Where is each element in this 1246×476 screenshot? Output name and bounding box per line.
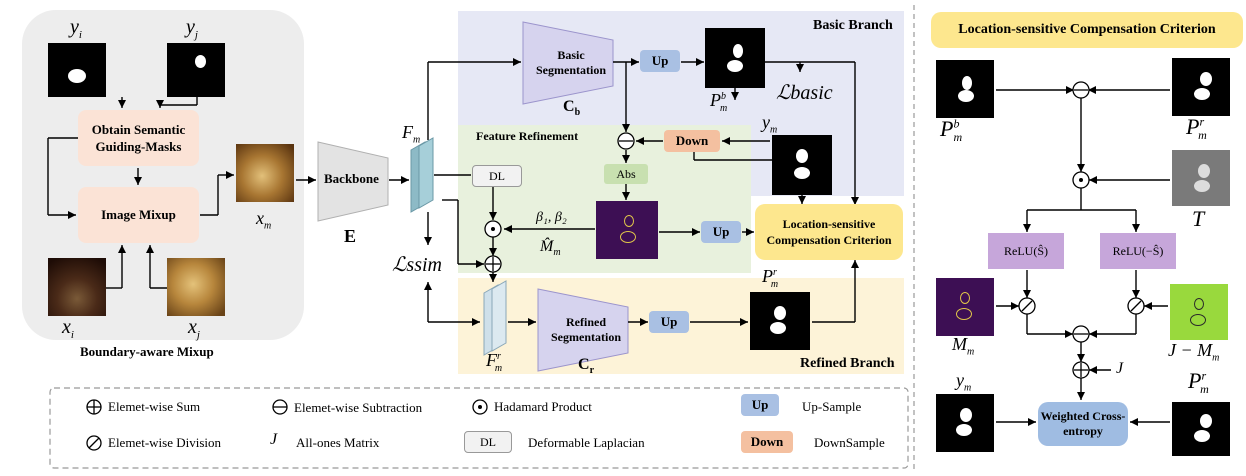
mask-yj xyxy=(167,43,225,97)
right-label-ym: ym xyxy=(956,370,972,394)
right-mask-pmr2 xyxy=(1172,402,1230,456)
image-xj xyxy=(167,258,225,316)
label-yj: yj xyxy=(186,16,198,41)
right-label-pmb: Pbm xyxy=(940,116,963,145)
down-tag: Down xyxy=(664,130,720,152)
label-xm: xm xyxy=(256,208,272,232)
right-image-t xyxy=(1172,150,1230,206)
obtain-masks-box: Obtain Semantic Guiding-Masks xyxy=(78,110,199,166)
right-label-pmr: Prm xyxy=(1186,114,1207,143)
refined-seg-symbol: Cr xyxy=(578,356,595,377)
mixup-title: Boundary-aware Mixup xyxy=(80,344,214,359)
label-lssim: ℒssim xyxy=(392,254,442,276)
label-betas: β₁, β₂ xyxy=(536,210,567,225)
right-label-j: J xyxy=(1116,360,1124,377)
mask-pmr xyxy=(750,292,810,350)
legend-up-text: Up-Sample xyxy=(802,399,862,414)
refined-up-tag: Up xyxy=(649,311,689,333)
right-label-jminus: J − Mm xyxy=(1168,340,1220,364)
label-ym: ym xyxy=(762,112,778,136)
label-pmr: Prm xyxy=(762,266,779,290)
label-xi: xi xyxy=(62,316,74,341)
mask-pmb xyxy=(705,28,765,88)
mask-ym xyxy=(772,135,832,195)
right-panel-title: Location-sensitive Compensation Criterio… xyxy=(931,12,1243,48)
legend-dl-text: Deformable Laplacian xyxy=(528,435,645,450)
legend-up-tag: Up xyxy=(741,394,779,416)
feature-refinement-title: Feature Refinement xyxy=(476,129,579,143)
right-label-t: T xyxy=(1192,206,1205,231)
legend-dl-tag: DL xyxy=(464,431,512,453)
backbone-symbol: E xyxy=(344,226,357,246)
label-fm: Fm xyxy=(402,122,421,146)
relu-pos-box: ReLU(Ŝ) xyxy=(988,233,1064,269)
basic-up-tag: Up xyxy=(640,50,680,72)
legend-j-text: All-ones Matrix xyxy=(296,435,380,450)
wce-box: Weighted Cross-entropy xyxy=(1038,402,1128,446)
right-mask-ym xyxy=(936,394,994,452)
legend-down-tag: Down xyxy=(741,431,793,453)
lscc-box: Location-sensitive Compensation Criterio… xyxy=(755,204,903,260)
relu-neg-box: ReLU(−Ŝ) xyxy=(1100,233,1176,269)
image-mhat xyxy=(596,201,658,259)
basic-seg-label: Basic Segmentation xyxy=(536,48,606,77)
label-yi: yi xyxy=(70,16,82,41)
dl-box: DL xyxy=(472,165,522,187)
right-mask-pmr xyxy=(1172,58,1230,116)
right-label-mm: Mm xyxy=(952,334,975,358)
legend-j-symbol: J xyxy=(270,431,278,448)
basic-branch-title: Basic Branch xyxy=(813,18,893,33)
mask-yi xyxy=(48,43,106,97)
legend-hadamard: Hadamard Product xyxy=(494,399,592,414)
image-xi xyxy=(48,258,106,316)
backbone-label: Backbone xyxy=(324,171,379,186)
refined-branch-title: Refined Branch xyxy=(800,356,895,371)
right-label-pmr2: Prm xyxy=(1188,368,1209,397)
legend-sub: Elemet-wise Subtraction xyxy=(294,400,423,415)
label-lbasic: ℒbasic xyxy=(776,82,833,104)
label-fmr: Frm xyxy=(486,350,503,374)
label-pmb: Pbm xyxy=(710,90,728,114)
mhat-up-tag: Up xyxy=(701,221,741,243)
label-xj: xj xyxy=(188,316,200,341)
legend-div: Elemet-wise Division xyxy=(108,435,222,450)
right-image-mm xyxy=(936,278,994,336)
label-mhat: M̂m xyxy=(540,238,561,259)
right-image-jminus xyxy=(1170,284,1228,340)
image-mixup-box: Image Mixup xyxy=(78,187,199,243)
abs-box: Abs xyxy=(604,164,648,184)
legend-sum: Elemet-wise Sum xyxy=(108,399,201,414)
right-mask-pmb xyxy=(936,60,994,118)
refined-seg-label: Refined Segmentation xyxy=(551,315,621,344)
image-xm xyxy=(236,144,294,202)
basic-seg-symbol: Cb xyxy=(563,98,581,119)
legend-down-text: DownSample xyxy=(814,435,885,450)
